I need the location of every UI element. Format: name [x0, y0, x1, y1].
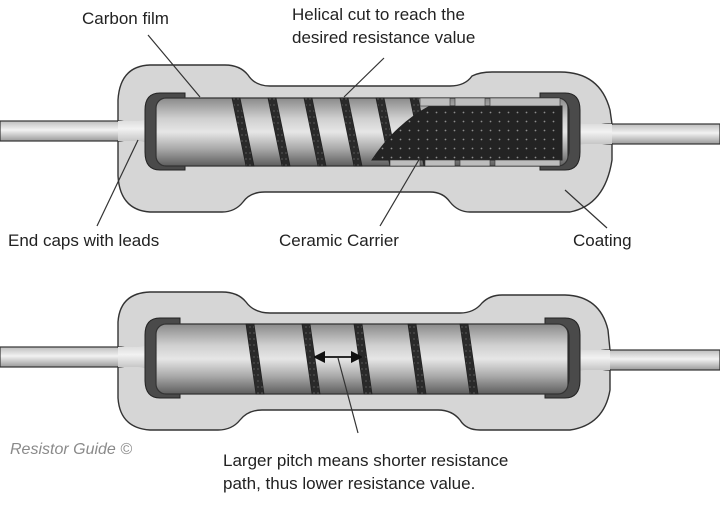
helical-groove — [339, 97, 363, 167]
lead-neck-left — [118, 334, 152, 380]
leader-pitch — [337, 357, 359, 434]
resistor-top — [0, 64, 720, 213]
lead-left — [0, 120, 131, 142]
lead-neck-right — [570, 112, 612, 156]
leader-carbon-film — [147, 34, 201, 98]
credit-resistor-guide: Resistor Guide © — [10, 441, 133, 458]
helical-grooves-bottom — [245, 323, 479, 395]
helical-groove — [303, 97, 327, 167]
label-ceramic-carrier: Ceramic Carrier — [279, 231, 399, 250]
helical-groove — [353, 323, 373, 395]
helical-groove — [231, 97, 255, 167]
helical-groove — [459, 323, 479, 395]
label-helical-cut-line1: Helical cut to reach the — [292, 5, 465, 24]
label-end-caps: End caps with leads — [8, 231, 160, 250]
label-pitch-line1: Larger pitch means shorter resistance — [223, 451, 509, 470]
arrowhead-left — [313, 351, 325, 363]
leader-helical-cut — [343, 57, 385, 98]
leader-ceramic-carrier — [379, 157, 421, 227]
lead-left — [0, 346, 131, 368]
leader-lines — [96, 34, 608, 434]
helical-groove — [245, 323, 265, 395]
leader-end-caps — [96, 139, 139, 227]
film-notches-top — [389, 97, 561, 167]
helical-groove — [301, 323, 321, 395]
leader-coating — [564, 189, 608, 229]
label-helical-cut-line2: desired resistance value — [292, 28, 476, 47]
helical-groove — [267, 97, 291, 167]
lead-neck-left — [118, 108, 152, 154]
resistor-bottom — [0, 291, 720, 431]
label-coating: Coating — [573, 231, 632, 250]
pitch-arrow — [313, 351, 363, 363]
label-carbon-film: Carbon film — [82, 9, 169, 28]
helical-groove — [407, 323, 427, 395]
lead-neck-right — [570, 338, 610, 382]
label-pitch-line2: path, thus lower resistance value. — [223, 474, 476, 493]
arrowhead-right — [351, 351, 363, 363]
